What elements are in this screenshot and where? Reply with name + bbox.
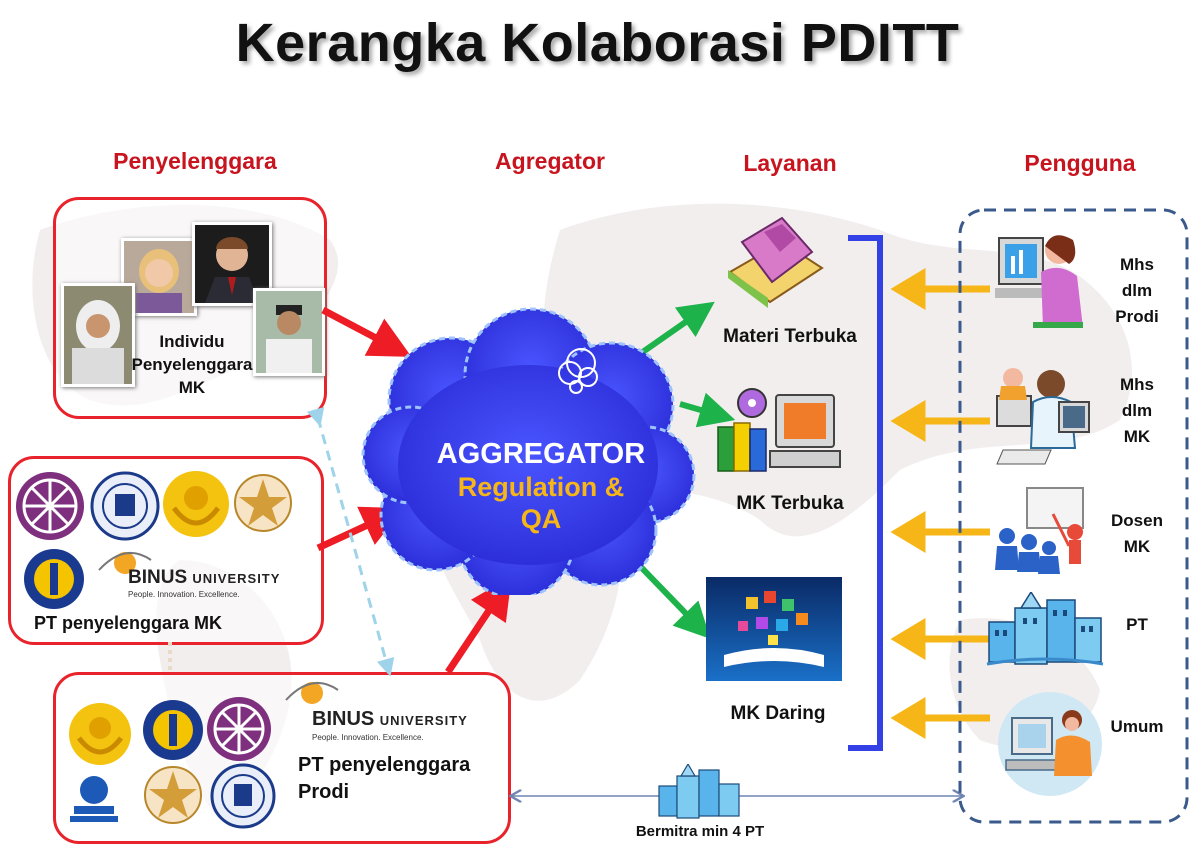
user-dosen-mk: Dosen MK — [1111, 511, 1163, 556]
partnership-note: Bermitra min 4 PT — [635, 823, 765, 840]
university-emblem-gear-icon — [24, 549, 84, 609]
computer-books-icon — [717, 388, 841, 472]
online-learning-icon — [706, 577, 842, 681]
aggregator-subtitle-qa: QA — [520, 504, 562, 534]
person-photo-man-suit — [192, 222, 272, 306]
university-emblem-gold-icon — [163, 471, 229, 537]
pt-mk-label: PT penyelenggara MK — [34, 613, 223, 633]
column-heading-agregator: Agregator — [495, 148, 605, 174]
services-bracket — [848, 235, 883, 751]
user-umum: Umum — [1110, 717, 1164, 736]
binus-mark-icon — [285, 682, 339, 704]
person-photo-man-cap — [253, 288, 325, 376]
campus-buildings-icon — [986, 592, 1104, 666]
university-emblem-gold-icon — [69, 703, 131, 765]
binus-name: BINUS — [312, 708, 375, 730]
university-emblem-purple-icon — [16, 472, 84, 540]
column-heading-pengguna: Pengguna — [1024, 150, 1136, 176]
binus-tagline: People. Innovation. Excellence. — [128, 590, 240, 599]
lecturer-presentation-icon — [995, 487, 1084, 574]
binus-name: BINUS — [128, 567, 188, 588]
user-mhs-prodi: Mhs dlm Prodi — [1115, 255, 1159, 326]
dashed-connector-individu-prodi — [306, 406, 395, 677]
individu-label: Individu Penyelenggara MK — [131, 332, 253, 397]
pt-prodi-label: PT penyelenggara Prodi — [298, 754, 471, 803]
public-user-computer-icon — [998, 692, 1102, 796]
page-title: Kerangka Kolaborasi PDITT — [235, 13, 960, 73]
column-heading-layanan: Layanan — [743, 150, 837, 176]
aggregator-subtitle: Regulation & — [457, 472, 625, 502]
arrow-individu-to-aggregator — [321, 306, 412, 357]
university-seal-blue-icon — [90, 471, 160, 541]
open-books-icon — [728, 216, 824, 308]
university-emblem-purple-icon — [207, 697, 271, 761]
person-photo-woman-hijab — [61, 283, 135, 387]
binus-mark-icon — [98, 552, 152, 574]
arrow-aggregator-to-mk-terbuka — [679, 392, 736, 428]
service-mk-daring: MK Daring — [730, 703, 826, 724]
user-mhs-mk: Mhs dlm MK — [1120, 375, 1154, 446]
service-mk-terbuka: MK Terbuka — [736, 493, 844, 514]
binus-tagline: People. Innovation. Excellence. — [312, 733, 424, 742]
university-emblem-star-icon — [144, 766, 202, 824]
pengguna-group-border — [958, 208, 1189, 824]
students-working-icon — [996, 368, 1090, 465]
service-materi-terbuka: Materi Terbuka — [723, 326, 857, 347]
partner-buildings-icon — [658, 764, 740, 819]
university-seal-blue-icon — [210, 763, 276, 829]
arrow-pt-prodi-to-aggregator — [445, 576, 512, 674]
user-pt: PT — [1126, 615, 1148, 634]
aggregator-cloud-icon — [361, 307, 696, 595]
university-emblem-gear-icon — [143, 700, 203, 760]
arrow-aggregator-to-mk-daring — [633, 559, 711, 639]
pt-prodi-box — [53, 672, 511, 844]
student-at-computer-icon — [995, 235, 1083, 328]
aggregator-title: AGGREGATOR — [436, 438, 646, 470]
education-ministry-logo-icon — [70, 776, 118, 822]
binus-university: UNIVERSITY — [192, 571, 281, 586]
arrow-aggregator-to-materi — [635, 301, 715, 359]
university-emblem-star-icon — [234, 474, 292, 532]
column-heading-penyelenggara: Penyelenggara — [113, 148, 277, 174]
binus-university: UNIVERSITY — [379, 713, 468, 728]
